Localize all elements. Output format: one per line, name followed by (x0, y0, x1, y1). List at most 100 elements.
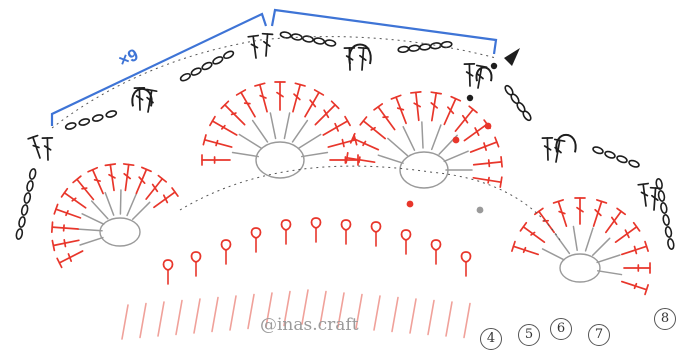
red-treble (73, 176, 93, 199)
grey-stitch (403, 127, 414, 150)
red-treble (237, 90, 255, 117)
grey-chain-ring (560, 254, 600, 282)
row-number-8: 8 (654, 308, 676, 330)
treble-crochet-icon (359, 48, 369, 70)
grey-stitch (78, 229, 102, 231)
pale-red-stitch (212, 298, 218, 332)
red-curl (402, 230, 411, 240)
pale-red-stitch (464, 304, 470, 338)
treble-crochet-icon (248, 36, 258, 58)
red-treble (202, 155, 230, 165)
grey-stitch (270, 113, 275, 138)
red-curl (282, 220, 291, 230)
start-dot (491, 63, 497, 69)
red-curl (462, 252, 471, 262)
red-treble (52, 240, 78, 251)
red-treble (255, 83, 267, 111)
pale-red-stitch (428, 301, 434, 335)
grey-stitch (127, 193, 136, 215)
marker-dot (485, 123, 492, 130)
red-curl (312, 218, 321, 228)
red-treble (455, 106, 477, 131)
red-treble (203, 135, 231, 147)
red-treble (575, 198, 585, 224)
grey-stitch (82, 214, 104, 224)
row-number-5: 5 (518, 324, 540, 346)
grey-stitch (120, 190, 121, 214)
grey-stitch (92, 201, 108, 219)
red-treble (52, 222, 78, 232)
red-treble (360, 117, 385, 139)
pale-red-stitch (410, 299, 416, 333)
red-treble (62, 189, 86, 208)
red-treble (391, 95, 406, 123)
grey-stitch (133, 202, 150, 219)
treble-crochet-icon (638, 184, 648, 206)
red-treble (275, 82, 285, 110)
grey-stitch (432, 125, 441, 149)
red-treble (622, 242, 648, 255)
red-treble (136, 167, 151, 193)
grey-marker-dot (477, 207, 484, 214)
red-curl (342, 220, 351, 230)
chain-stitch-icon (280, 31, 336, 46)
row-number-7: 7 (588, 324, 610, 346)
grey-stitch (105, 193, 113, 215)
red-treble (616, 223, 640, 242)
watermark: @inas.craft (260, 315, 359, 335)
red-curl (252, 228, 261, 238)
dotted-guide (180, 166, 560, 240)
pale-red-stitch (374, 296, 380, 330)
pale-red-stitch (194, 299, 200, 333)
red-treble (323, 117, 350, 135)
treble-crochet-icon (464, 64, 474, 86)
grey-chain-ring (100, 218, 140, 246)
red-curl (432, 240, 441, 250)
grey-stitch (555, 234, 569, 253)
grey-stitch (586, 228, 593, 251)
red-treble (474, 157, 502, 167)
red-treble (330, 155, 358, 165)
treble-crochet-icon (42, 138, 52, 160)
row-number-6: 6 (550, 318, 572, 340)
red-treble (622, 282, 648, 295)
marker-dot (407, 201, 414, 208)
treble-crochet-icon (28, 136, 40, 158)
chain-stitch-icon (179, 50, 234, 82)
grey-chain-ring (256, 142, 304, 178)
grey-stitch (378, 155, 403, 163)
red-treble (594, 200, 607, 226)
pale-red-stitch (176, 301, 182, 335)
red-treble (554, 200, 567, 226)
red-treble (210, 117, 237, 135)
chain-stitch-icon (504, 84, 533, 121)
treble-crochet-icon (542, 138, 552, 160)
row-number-4: 4 (480, 328, 502, 350)
grey-chain-ring (400, 152, 448, 188)
red-treble (411, 92, 421, 120)
red-treble (293, 83, 305, 111)
grey-stitch (422, 122, 423, 148)
grey-stitch (233, 152, 259, 156)
pale-red-stitch (140, 304, 146, 338)
pale-red-stitch (122, 305, 128, 339)
red-treble (520, 223, 544, 242)
chain-stitch-icon (398, 41, 452, 53)
treble-crochet-icon (344, 48, 354, 70)
grey-stitch (293, 121, 308, 142)
grey-stitch (239, 134, 261, 148)
red-treble (473, 177, 501, 187)
red-treble (374, 104, 395, 130)
pale-red-stitch (248, 295, 254, 329)
red-treble (124, 164, 134, 190)
red-treble (606, 208, 625, 232)
red-curl (372, 222, 381, 232)
red-treble (346, 153, 374, 163)
start-arrow-icon (504, 48, 520, 66)
grey-stitch (543, 249, 564, 260)
join-dot (467, 95, 473, 101)
treble-crochet-icon (263, 34, 273, 56)
red-treble (305, 90, 323, 117)
